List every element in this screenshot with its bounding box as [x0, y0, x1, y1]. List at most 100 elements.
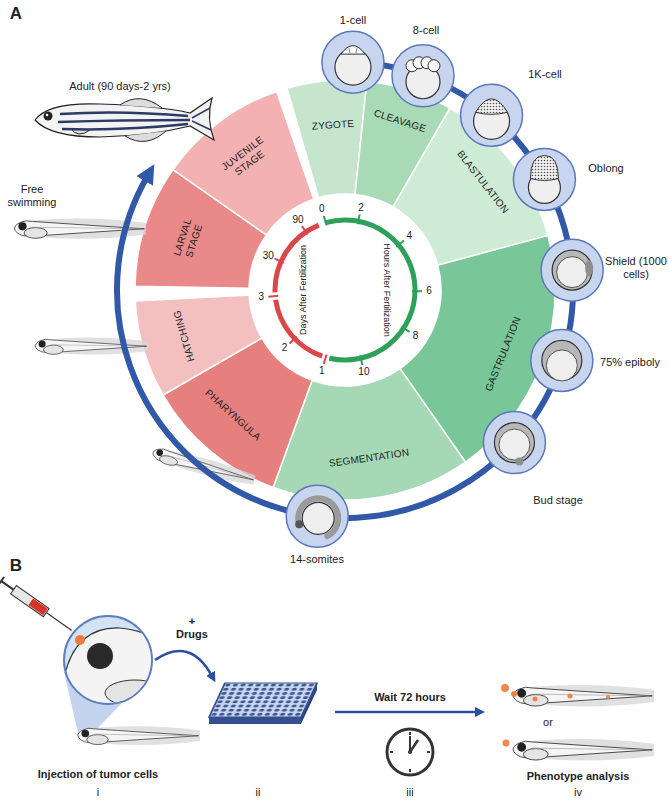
blastoderm [476, 99, 508, 115]
caption-label: 8-cell [413, 24, 439, 37]
embryo-stage [286, 485, 348, 547]
hour-number: 0 [319, 204, 325, 216]
stage-halo [392, 45, 454, 107]
tumor-cells [75, 635, 85, 645]
fish-fin [120, 99, 162, 108]
tick [324, 216, 327, 226]
small-larva [78, 726, 200, 745]
syringe-plunger [0, 577, 4, 585]
fish-fin [125, 131, 166, 141]
stage-sector: HATCHING [133, 293, 264, 398]
flow-arrow [155, 651, 212, 676]
embryo-stage [541, 239, 603, 301]
clock-hand [410, 740, 418, 752]
blastoderm [494, 423, 534, 463]
caption-label: Adult (90 days-2 yrs) [69, 80, 170, 93]
yolk [499, 429, 530, 460]
stage-halo [286, 485, 348, 547]
adult-fish [35, 98, 214, 141]
caption-label: Days After Fertilization [298, 245, 308, 335]
tick [268, 295, 278, 298]
caption-label: Free swimming [6, 183, 58, 208]
fish-body [35, 98, 214, 140]
plate-top [209, 683, 317, 717]
caption-label: Hours After Fertilization [382, 243, 392, 337]
caption-label: Oblong [588, 162, 623, 175]
stage-halo [513, 148, 575, 210]
tick [401, 326, 409, 331]
stage-halo [483, 412, 545, 474]
day-number: 2 [282, 343, 288, 355]
plate-side [209, 717, 301, 724]
tumor-cells [568, 694, 573, 699]
caption-label: + Drugs [175, 615, 209, 640]
caption-label: Shield (1000 cells) [605, 255, 667, 280]
clock-face [387, 729, 433, 775]
fish-eye [44, 112, 53, 121]
life-cycle-ring [117, 31, 603, 547]
shield [585, 260, 593, 276]
hour-number: 10 [358, 366, 369, 378]
fish-stripe [60, 112, 188, 116]
day-number: 90 [292, 215, 303, 227]
blastoderm [542, 340, 582, 380]
embryo-stage [392, 45, 454, 107]
yolk [557, 257, 588, 288]
step-number: iii [406, 786, 413, 799]
tick [275, 259, 284, 263]
injection-illustration [0, 577, 212, 745]
clock-pin [408, 750, 412, 754]
caption-label: 1K-cell [528, 68, 562, 81]
caption-label: Wait 72 hours [374, 691, 446, 704]
syringe-liquid [28, 598, 47, 615]
larva-yolk [105, 680, 165, 706]
caption-label: Phenotype analysis [527, 770, 630, 783]
tick [290, 337, 297, 344]
tick [360, 355, 362, 365]
blastoderm [552, 250, 592, 290]
syringe-plunger [1, 581, 13, 590]
zoom-content [62, 628, 170, 706]
stage-halo [461, 84, 523, 146]
embryo-stage [483, 412, 545, 474]
caption-label: 14-somites [290, 553, 344, 566]
day-number: 3 [259, 292, 265, 304]
hour-number: 2 [358, 202, 364, 214]
cytoplasm [349, 48, 357, 53]
sector-wedge [135, 295, 262, 395]
days-arc [275, 225, 319, 292]
caption-label: Injection of tumor cells [38, 768, 158, 781]
syringe [0, 577, 75, 635]
clock [387, 729, 433, 775]
well-plate [209, 683, 317, 724]
cycle-arrow [117, 62, 573, 518]
larva-no-metastasis [513, 739, 654, 761]
hours-arc [326, 220, 415, 360]
tumor-cells [606, 695, 610, 699]
larva-head [62, 628, 170, 705]
flow-arrow [335, 711, 478, 714]
day-number: 1 [319, 365, 325, 377]
step-number: iv [574, 786, 582, 799]
tumor-cells [501, 684, 509, 692]
larva-eye [87, 643, 113, 669]
embryo-eye [295, 520, 303, 528]
tick [302, 226, 308, 234]
syringe-barrel [11, 586, 50, 617]
tick [358, 214, 360, 224]
blastoderm [530, 155, 558, 180]
panel-letter: A [10, 4, 22, 24]
sector-shape [133, 293, 264, 398]
syringe-needle [46, 613, 71, 631]
tail-bud [515, 458, 523, 466]
hour-number: 4 [407, 230, 413, 242]
tumor-cells [533, 697, 538, 702]
blastomere [428, 60, 440, 72]
caption-label: Bud stage [533, 494, 583, 507]
tumor-cells [511, 691, 517, 697]
embryo-stage [513, 148, 575, 210]
tick [324, 354, 327, 364]
stage-halo [541, 239, 603, 301]
hatching-larva [35, 337, 148, 354]
